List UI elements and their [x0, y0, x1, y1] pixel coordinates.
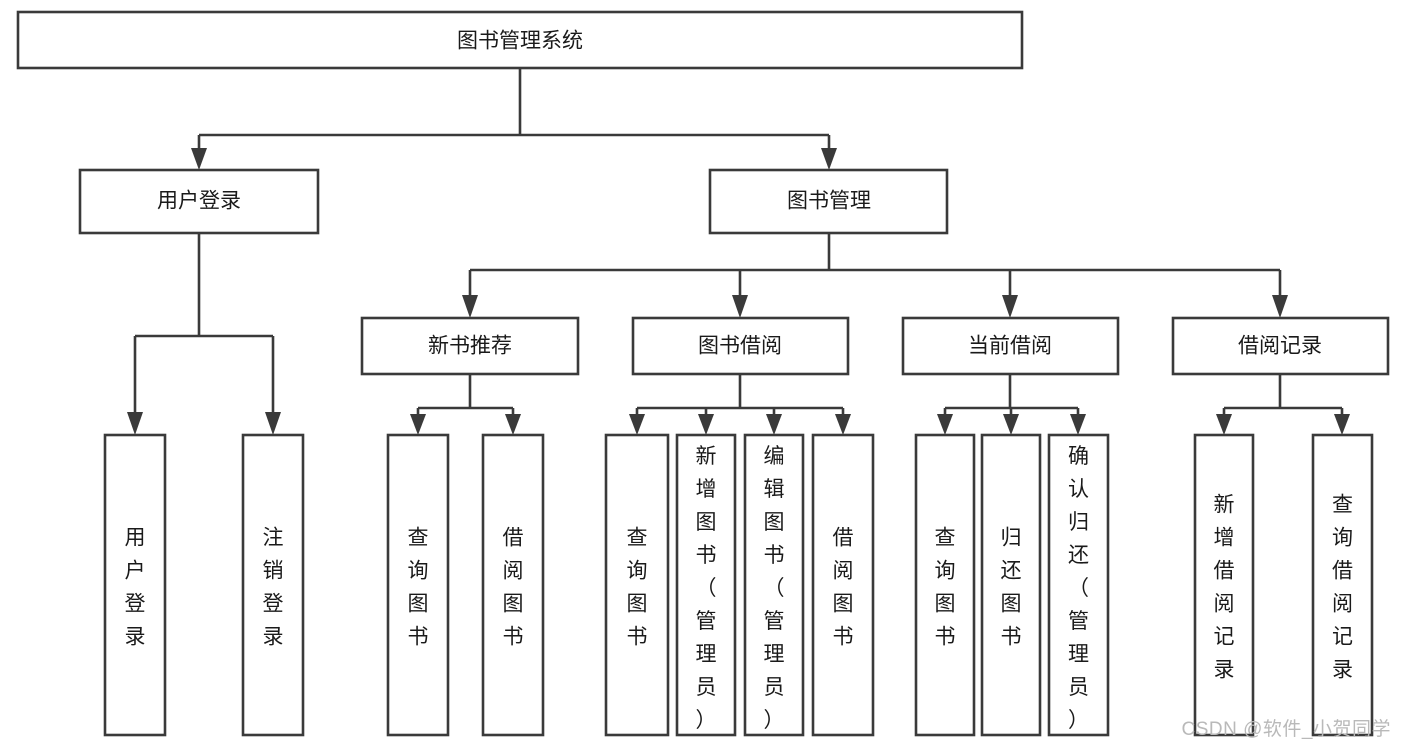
- node-book-borrow-box[interactable]: [631, 316, 850, 376]
- arrow-head-leaf-logout-login: [265, 412, 281, 435]
- leaf-return-book[interactable]: 归还图书: [980, 433, 1042, 737]
- node-root-label: 图书管理系统: [457, 30, 583, 53]
- connector-user-login-to-leaves: [127, 233, 281, 435]
- node-current-borrow-box[interactable]: [901, 316, 1120, 376]
- node-borrow-record[interactable]: 借阅记录: [1171, 316, 1390, 376]
- leaf-borrow-book-a[interactable]: 借阅图书: [481, 433, 545, 737]
- node-current-borrow[interactable]: 当前借阅: [901, 316, 1120, 376]
- node-root-box[interactable]: [16, 10, 1024, 70]
- node-borrow-record-label: 借阅记录: [1238, 335, 1322, 358]
- node-book-borrow[interactable]: 图书借阅: [631, 316, 850, 376]
- leaf-user-login[interactable]: 用户登录: [103, 433, 167, 737]
- leaf-borrow-book-b-label: 借阅图书: [833, 527, 854, 649]
- leaf-query-borrow-rec-box[interactable]: [1311, 433, 1374, 737]
- leaf-edit-book-admin[interactable]: 编辑图书（管理员）: [743, 433, 805, 737]
- leaf-add-borrow-rec[interactable]: 新增借阅记录: [1193, 433, 1255, 737]
- arrow-head-current-borrow: [1002, 295, 1018, 318]
- leaf-borrow-book-a-box[interactable]: [481, 433, 545, 737]
- leaf-logout-login-box[interactable]: [241, 433, 305, 737]
- arrow-head-leaf-edit-book-admin: [766, 414, 782, 435]
- arrow-head-leaf-query-book-a: [410, 414, 426, 435]
- arrow-head-leaf-add-book-admin: [698, 414, 714, 435]
- node-book-borrow-label: 图书借阅: [698, 335, 782, 358]
- connector-current-borrow-to-leaves: [937, 374, 1086, 435]
- leaf-query-book-c-box[interactable]: [914, 433, 976, 737]
- node-new-book-rec[interactable]: 新书推荐: [360, 316, 580, 376]
- leaf-query-book-a-box[interactable]: [386, 433, 450, 737]
- leaf-confirm-return-box[interactable]: [1047, 433, 1110, 737]
- leaf-query-book-c[interactable]: 查询图书: [914, 433, 976, 737]
- arrow-head-leaf-borrow-book-a: [505, 414, 521, 435]
- arrow-head-new-book-rec: [462, 295, 478, 318]
- leaf-query-book-a[interactable]: 查询图书: [386, 433, 450, 737]
- leaf-query-borrow-rec-label: 查询借阅记录: [1332, 494, 1353, 682]
- leaf-borrow-book-b-box[interactable]: [811, 433, 875, 737]
- node-new-book-rec-label: 新书推荐: [428, 335, 512, 358]
- connector-root-to-level2: [191, 68, 837, 170]
- node-new-book-rec-box[interactable]: [360, 316, 580, 376]
- connector-borrow-record-to-leaves: [1216, 374, 1350, 435]
- arrow-head-leaf-return-book: [1003, 414, 1019, 435]
- leaf-confirm-return[interactable]: 确认归还（管理员）: [1047, 433, 1110, 737]
- node-book-manage-label: 图书管理: [787, 190, 871, 213]
- leaf-query-book-b-box[interactable]: [604, 433, 670, 737]
- leaf-query-book-b[interactable]: 查询图书: [604, 433, 670, 737]
- arrow-head-user-login: [191, 148, 207, 170]
- leaf-add-borrow-rec-box[interactable]: [1193, 433, 1255, 737]
- leaf-user-login-box[interactable]: [103, 433, 167, 737]
- arrow-head-leaf-borrow-book-b: [835, 414, 851, 435]
- arrow-head-leaf-user-login: [127, 412, 143, 435]
- arrow-head-leaf-confirm-return: [1070, 414, 1086, 435]
- arrow-head-borrow-record: [1272, 295, 1288, 318]
- leaf-query-book-b-label: 查询图书: [627, 527, 648, 649]
- arrow-head-leaf-add-borrow-rec: [1216, 414, 1232, 435]
- node-user-login-label: 用户登录: [157, 190, 241, 213]
- connector-new-book-rec-to-leaves: [410, 374, 521, 435]
- leaf-edit-book-admin-box[interactable]: [743, 433, 805, 737]
- leaf-return-book-box[interactable]: [980, 433, 1042, 737]
- arrow-head-leaf-query-book-c: [937, 414, 953, 435]
- leaf-borrow-book-a-label: 借阅图书: [503, 527, 524, 649]
- node-current-borrow-label: 当前借阅: [968, 335, 1052, 358]
- leaf-logout-login-label: 注销登录: [263, 527, 284, 649]
- leaf-node-layer: 用户登录 注销登录 查询图书 借阅图书 查询图书 新增图书（管理员） 编辑图书（管理员） 借阅…: [103, 433, 1374, 737]
- node-user-login-box[interactable]: [78, 168, 320, 235]
- arrow-head-book-manage: [821, 148, 837, 170]
- node-borrow-record-box[interactable]: [1171, 316, 1390, 376]
- arrow-head-leaf-query-borrow-rec: [1334, 414, 1350, 435]
- leaf-query-book-a-label: 查询图书: [408, 527, 429, 649]
- leaf-logout-login[interactable]: 注销登录: [241, 433, 305, 737]
- leaf-query-borrow-rec[interactable]: 查询借阅记录: [1311, 433, 1374, 737]
- leaf-add-book-admin[interactable]: 新增图书（管理员）: [675, 433, 737, 737]
- leaf-edit-book-admin-label: 编辑图书（管理员）: [764, 445, 785, 732]
- node-book-manage-box[interactable]: [708, 168, 949, 235]
- leaf-user-login-label: 用户登录: [125, 527, 146, 649]
- leaf-query-book-c-label: 查询图书: [935, 527, 956, 649]
- node-root[interactable]: 图书管理系统: [16, 10, 1024, 70]
- connector-book-borrow-to-leaves: [629, 374, 851, 435]
- arrow-head-book-borrow: [732, 295, 748, 318]
- leaf-add-book-admin-label: 新增图书（管理员）: [696, 445, 717, 732]
- leaf-add-borrow-rec-label: 新增借阅记录: [1214, 494, 1235, 682]
- leaf-add-book-admin-box[interactable]: [675, 433, 737, 737]
- leaf-borrow-book-b[interactable]: 借阅图书: [811, 433, 875, 737]
- node-user-login[interactable]: 用户登录: [78, 168, 320, 235]
- node-book-manage[interactable]: 图书管理: [708, 168, 949, 235]
- leaf-return-book-label: 归还图书: [1001, 527, 1022, 649]
- leaf-confirm-return-label: 确认归还（管理员）: [1068, 445, 1089, 732]
- arrow-head-leaf-query-book-b: [629, 414, 645, 435]
- connector-book-manage-to-level3: [462, 233, 1288, 318]
